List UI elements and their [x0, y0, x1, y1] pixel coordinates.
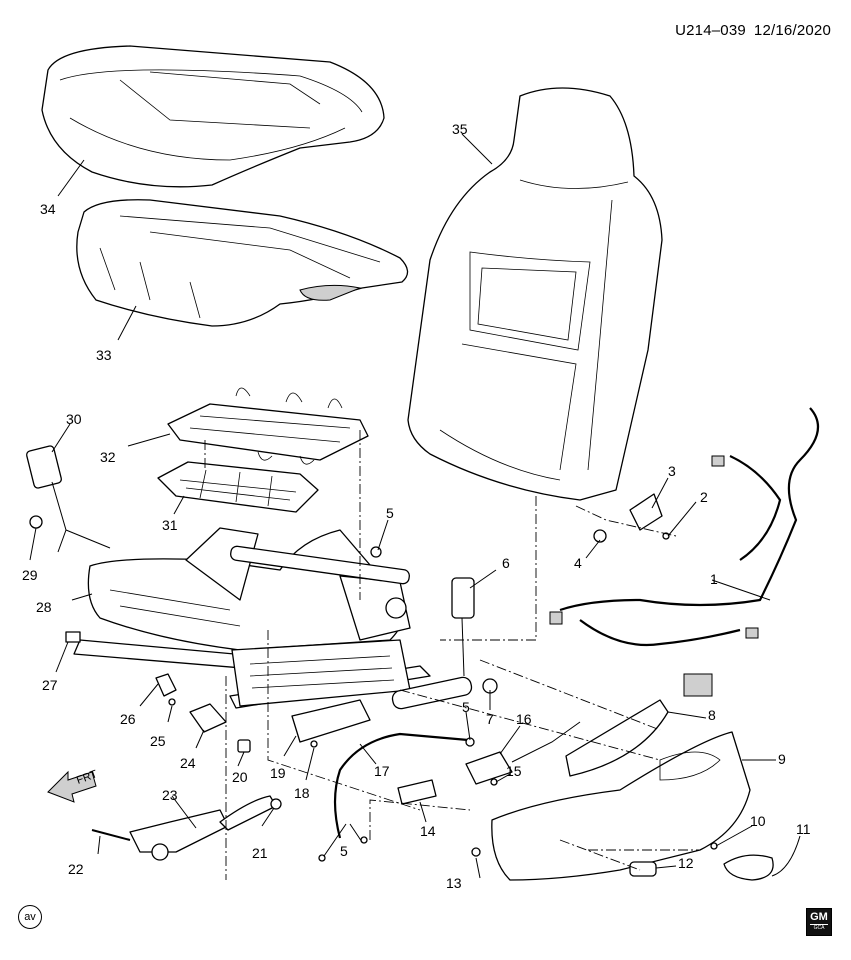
callout-8: 8 — [708, 707, 716, 723]
front-direction-indicator: FRT — [47, 768, 99, 803]
occupant-sensor-mat[interactable] — [157, 461, 319, 513]
track-bushing[interactable] — [237, 739, 251, 753]
diagram-date: 12/16/2020 — [753, 22, 831, 39]
callout-22: 22 — [68, 861, 84, 877]
lumbar-support-switch[interactable] — [465, 751, 513, 785]
seat-suspension-mat[interactable] — [167, 387, 369, 465]
callout-10: 10 — [750, 813, 766, 829]
callout-13: 13 — [446, 875, 462, 891]
callout-27: 27 — [42, 677, 58, 693]
diagram-id: U214–039 — [675, 22, 746, 39]
buckle-bolt[interactable] — [29, 515, 43, 529]
seat-back-nut[interactable] — [593, 529, 607, 543]
callout-labels: 1 2 3 4 5 5 5 6 7 8 9 10 11 12 13 14 15 … — [22, 121, 811, 891]
gm-logo-sub: GCA — [813, 925, 825, 931]
callout-29: 29 — [22, 567, 38, 583]
power-seat-switch[interactable] — [397, 779, 437, 805]
seat-side-trim-outer[interactable] — [565, 699, 669, 777]
callout-25: 25 — [150, 733, 166, 749]
callout-23: 23 — [162, 787, 178, 803]
callout-34: 34 — [40, 201, 56, 217]
callout-5-middle: 5 — [462, 699, 470, 715]
callout-7: 7 — [486, 711, 494, 727]
seat-wiring-harness[interactable] — [549, 407, 820, 697]
motor-nut[interactable] — [270, 798, 282, 810]
callout-16: 16 — [516, 711, 532, 727]
callout-20: 20 — [232, 769, 248, 785]
seat-back-bracket[interactable] — [629, 493, 663, 531]
callout-19: 19 — [270, 765, 286, 781]
callout-15: 15 — [506, 763, 522, 779]
seat-adjuster-motor[interactable] — [129, 795, 277, 861]
diagram-header: U214–039 12/16/2020 — [667, 22, 831, 39]
recliner-bracket[interactable] — [291, 699, 371, 743]
callout-4: 4 — [574, 555, 582, 571]
callout-32: 32 — [100, 449, 116, 465]
callout-6: 6 — [502, 555, 510, 571]
callout-leader-lines — [29, 133, 801, 879]
callout-5-bottom: 5 — [340, 843, 348, 859]
power-seat-switch-knob[interactable] — [723, 854, 774, 881]
callout-5-top: 5 — [386, 505, 394, 521]
outboard-seat-belt-buckle[interactable] — [451, 577, 475, 677]
callout-3: 3 — [668, 463, 676, 479]
frame-bolt-left[interactable] — [318, 854, 326, 862]
inboard-seat-belt-buckle[interactable] — [26, 445, 111, 553]
callout-26: 26 — [120, 711, 136, 727]
seat-cushion-pad[interactable] — [76, 199, 409, 327]
seat-switch-bezel[interactable] — [629, 861, 657, 877]
shield-retainer[interactable] — [471, 847, 481, 857]
callout-1: 1 — [710, 571, 718, 587]
gm-logo-mark: GM — [810, 911, 828, 925]
cable-bolt[interactable] — [310, 740, 318, 748]
callout-31: 31 — [162, 517, 178, 533]
assembly-guide-lines — [204, 430, 700, 880]
seat-frame-assembly[interactable] — [87, 527, 411, 651]
callout-21: 21 — [252, 845, 268, 861]
motor-bolt[interactable] — [91, 829, 131, 841]
callout-14: 14 — [420, 823, 436, 839]
frame-bolt-right[interactable] — [360, 836, 368, 844]
callout-33: 33 — [96, 347, 112, 363]
seat-side-shield[interactable] — [491, 731, 751, 881]
callout-12: 12 — [678, 855, 694, 871]
track-cover-bracket[interactable] — [189, 703, 227, 733]
callout-17: 17 — [374, 763, 390, 779]
track-end-cap[interactable] — [65, 631, 81, 643]
callout-18: 18 — [294, 785, 310, 801]
recliner-actuator[interactable] — [391, 676, 498, 710]
track-clip[interactable] — [155, 673, 177, 697]
callout-30: 30 — [66, 411, 82, 427]
gm-logo: GM GCA — [806, 908, 832, 936]
recliner-cable[interactable] — [333, 732, 469, 839]
track-bolt[interactable] — [370, 546, 382, 558]
callout-2: 2 — [700, 489, 708, 505]
callout-11: 11 — [796, 821, 811, 837]
callout-35: 35 — [452, 121, 468, 137]
view-badge: av — [18, 905, 42, 929]
seat-cushion-cover[interactable] — [41, 45, 385, 188]
seat-back-assembly[interactable] — [407, 87, 663, 501]
callout-24: 24 — [180, 755, 196, 771]
seat-adjuster-track[interactable] — [73, 639, 431, 709]
clip-screw[interactable] — [168, 698, 176, 706]
callout-9: 9 — [778, 751, 786, 767]
callout-28: 28 — [36, 599, 52, 615]
